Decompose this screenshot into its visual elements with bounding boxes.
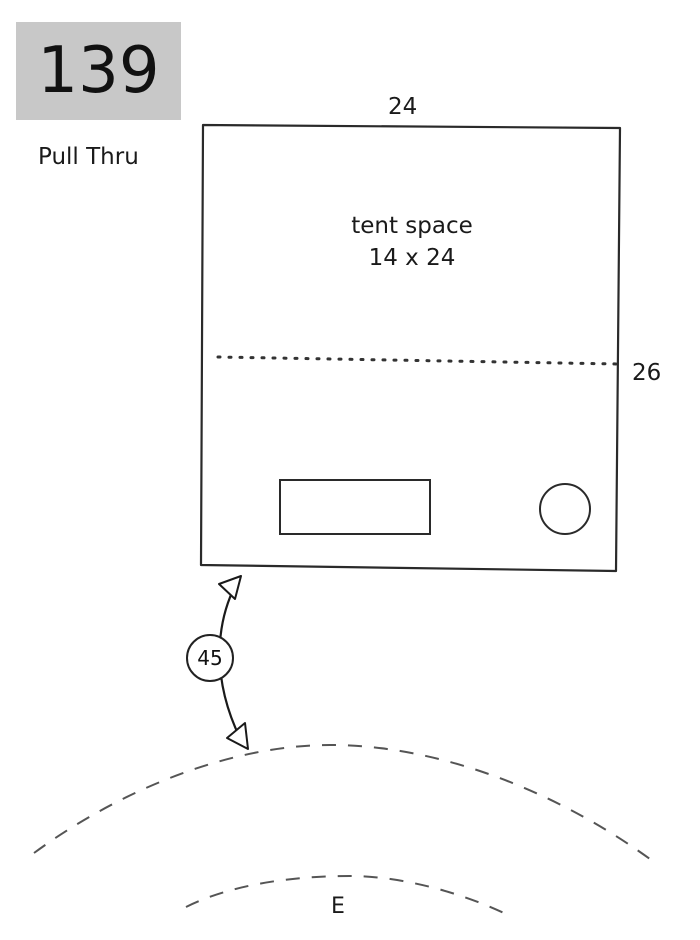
site-number-badge: 139 — [16, 22, 181, 120]
road-direction-label: E — [331, 894, 345, 919]
tent-space-label: tent space 14 x 24 — [300, 210, 524, 274]
site-type-label: Pull Thru — [38, 144, 139, 170]
site-number: 139 — [37, 34, 160, 108]
arrowhead-up-icon — [218, 575, 242, 600]
pad-width-label: 24 — [388, 94, 418, 120]
road-outer-edge — [33, 743, 655, 863]
fire-ring — [539, 483, 591, 535]
arrowhead-down-icon — [226, 722, 249, 750]
driveway-distance: 45 — [197, 646, 223, 670]
pad-length-label: 26 — [632, 360, 662, 386]
tent-space-title: tent space — [351, 213, 473, 239]
tent-space-divider — [216, 355, 620, 366]
tent-space-size: 14 x 24 — [368, 245, 456, 272]
picnic-table — [279, 479, 431, 535]
driveway-distance-badge: 45 — [186, 634, 234, 682]
road-inner-edge — [185, 874, 507, 915]
site-pad-outline — [199, 123, 622, 573]
